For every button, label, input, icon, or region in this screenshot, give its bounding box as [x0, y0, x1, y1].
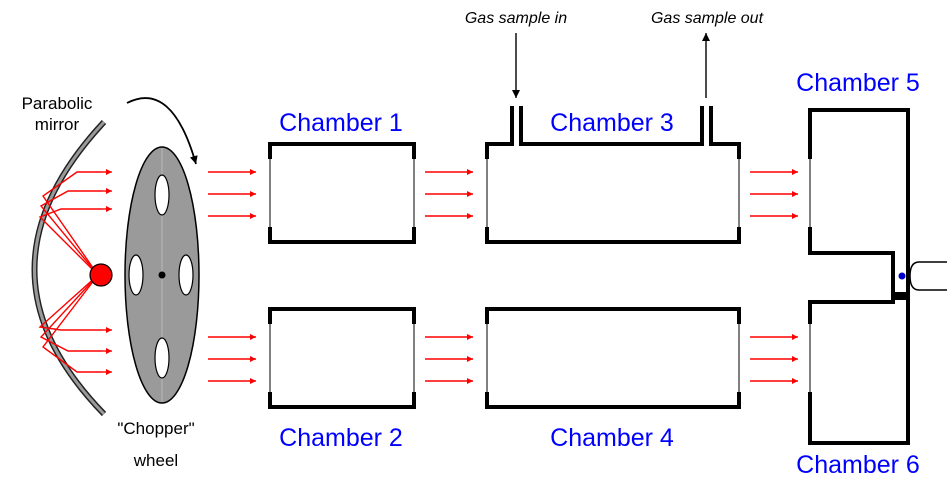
pressure-sensor [909, 261, 947, 291]
chopper-axle [158, 271, 166, 279]
gas-out-label: Gas sample out [651, 10, 764, 27]
chamber-6-label: Chamber 6 [796, 451, 920, 479]
mirror-rays [38, 169, 112, 375]
beam-arrows [208, 169, 798, 384]
chopper-label-line2: wheel [133, 451, 178, 470]
mirror-label-line2: mirror [35, 115, 80, 134]
chopper-hole-bottom [154, 337, 170, 379]
infrared-source [89, 263, 113, 287]
chamber-3 [485, 106, 741, 244]
rotation-arrow [126, 97, 198, 165]
chamber-3-label: Chamber 3 [550, 109, 674, 137]
gas-in-label: Gas sample in [465, 10, 567, 27]
chopper-wheel [124, 146, 200, 404]
chambers-5-6 [808, 108, 910, 445]
chopper-hole-top [154, 174, 170, 216]
chamber-4 [485, 307, 741, 409]
detector-diaphragm [898, 272, 906, 280]
chamber-2-label: Chamber 2 [279, 424, 403, 452]
chamber-1-label: Chamber 1 [279, 109, 403, 137]
chopper-label-line1: "Chopper" [117, 419, 194, 438]
chopper-hole-left [128, 254, 144, 296]
mirror-label-line1: Parabolic [22, 94, 93, 113]
chamber-4-label: Chamber 4 [550, 424, 674, 452]
chamber-2 [268, 307, 416, 409]
chamber-1 [268, 142, 416, 244]
parabolic-mirror [31, 119, 107, 417]
chopper-hole-right [178, 254, 194, 296]
chamber-5-label: Chamber 5 [796, 69, 920, 97]
